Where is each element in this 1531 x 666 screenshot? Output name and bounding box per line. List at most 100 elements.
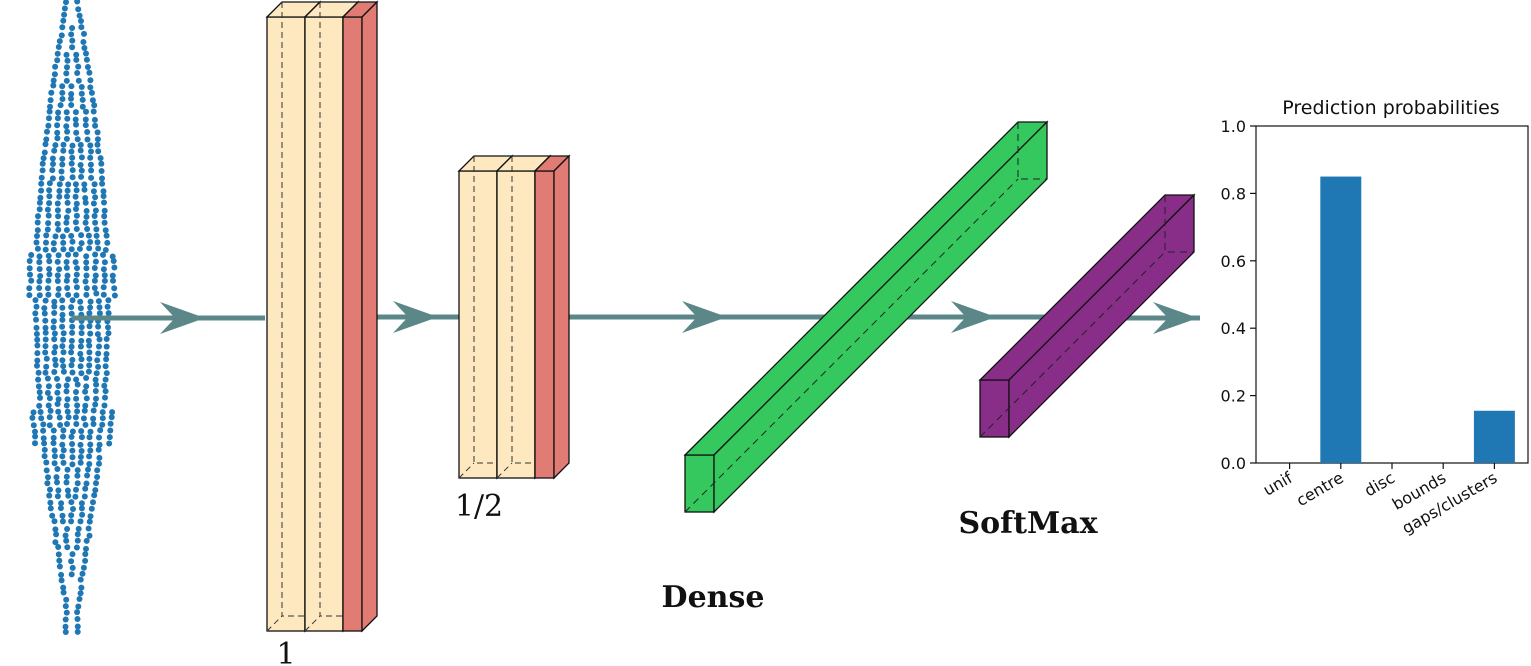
input-point (92, 401, 99, 408)
input-point (76, 245, 83, 252)
input-point (56, 193, 63, 200)
input-point (45, 277, 52, 284)
input-point (105, 297, 112, 304)
input-point (42, 349, 49, 356)
input-point (57, 102, 64, 109)
input-point (72, 181, 79, 188)
input-point (85, 232, 92, 239)
input-point (32, 428, 38, 435)
input-point (46, 180, 53, 187)
input-point (41, 446, 48, 453)
arrow-head (160, 302, 205, 334)
input-point (51, 369, 58, 375)
input-point (74, 609, 81, 616)
dense-label: Dense (662, 580, 765, 615)
input-point (54, 200, 61, 207)
input-point (54, 258, 61, 265)
input-point (100, 193, 107, 200)
input-point (95, 350, 102, 357)
input-point (68, 558, 75, 565)
input-point (35, 213, 41, 220)
input-point (63, 227, 70, 233)
input-point (57, 505, 64, 512)
input-point (58, 32, 65, 39)
input-point (88, 148, 94, 155)
input-point (35, 369, 42, 376)
input-point (98, 160, 105, 167)
input-point (78, 90, 85, 97)
input-point (73, 212, 80, 219)
input-point (51, 330, 58, 337)
input-point (36, 292, 43, 299)
input-point (68, 433, 75, 440)
input-point (91, 213, 98, 219)
input-point (69, 323, 76, 330)
input-point (50, 324, 57, 331)
slab-side (361, 0, 378, 633)
input-point (80, 39, 87, 45)
input-point (73, 389, 79, 395)
input-point (95, 363, 102, 370)
input-point (94, 239, 101, 246)
input-point (86, 310, 93, 317)
input-point (83, 285, 90, 292)
input-point (85, 466, 91, 473)
input-point (92, 219, 99, 226)
input-point (82, 485, 89, 492)
input-point (37, 273, 44, 279)
input-point (50, 440, 57, 447)
input-point (60, 584, 67, 591)
input-point (51, 460, 58, 467)
input-point (107, 427, 114, 434)
input-point (52, 142, 59, 149)
input-point (42, 343, 49, 350)
input-point (86, 518, 93, 525)
input-point (61, 5, 68, 12)
input-point (50, 434, 57, 441)
input-point (96, 434, 102, 441)
input-point (55, 213, 62, 220)
input-point (81, 407, 88, 414)
input-point (86, 349, 93, 356)
input-point (46, 108, 53, 115)
input-swarm-plot (26, 0, 118, 635)
input-point (34, 227, 41, 234)
input-point (68, 148, 75, 155)
input-point (52, 233, 59, 240)
input-point (81, 493, 88, 500)
input-point (83, 259, 90, 266)
prism-front (979, 379, 1010, 438)
input-point (34, 362, 40, 369)
input-point (36, 206, 43, 213)
input-point (45, 220, 52, 227)
input-point (73, 544, 80, 551)
input-point (68, 512, 75, 519)
input-point (64, 199, 71, 206)
input-point (52, 356, 59, 363)
input-point (84, 136, 91, 143)
input-point (51, 453, 58, 460)
input-point (87, 239, 94, 245)
input-point (38, 174, 45, 181)
input-point (98, 168, 105, 174)
input-point (38, 415, 45, 422)
input-point (91, 181, 98, 188)
input-point (41, 440, 48, 447)
input-point (78, 24, 85, 31)
input-point (87, 84, 94, 91)
input-point (63, 264, 70, 271)
input-point (105, 324, 111, 331)
input-point (91, 102, 98, 109)
input-point (82, 195, 89, 201)
input-point (69, 454, 76, 461)
input-point (46, 422, 53, 429)
input-point (77, 141, 84, 148)
input-point (69, 428, 76, 435)
input-point (72, 193, 79, 200)
input-point (44, 480, 51, 487)
dense-layer (683, 120, 1049, 514)
input-point (73, 121, 79, 128)
input-point (64, 57, 71, 64)
y-tick-label: 0.6 (1221, 252, 1246, 271)
